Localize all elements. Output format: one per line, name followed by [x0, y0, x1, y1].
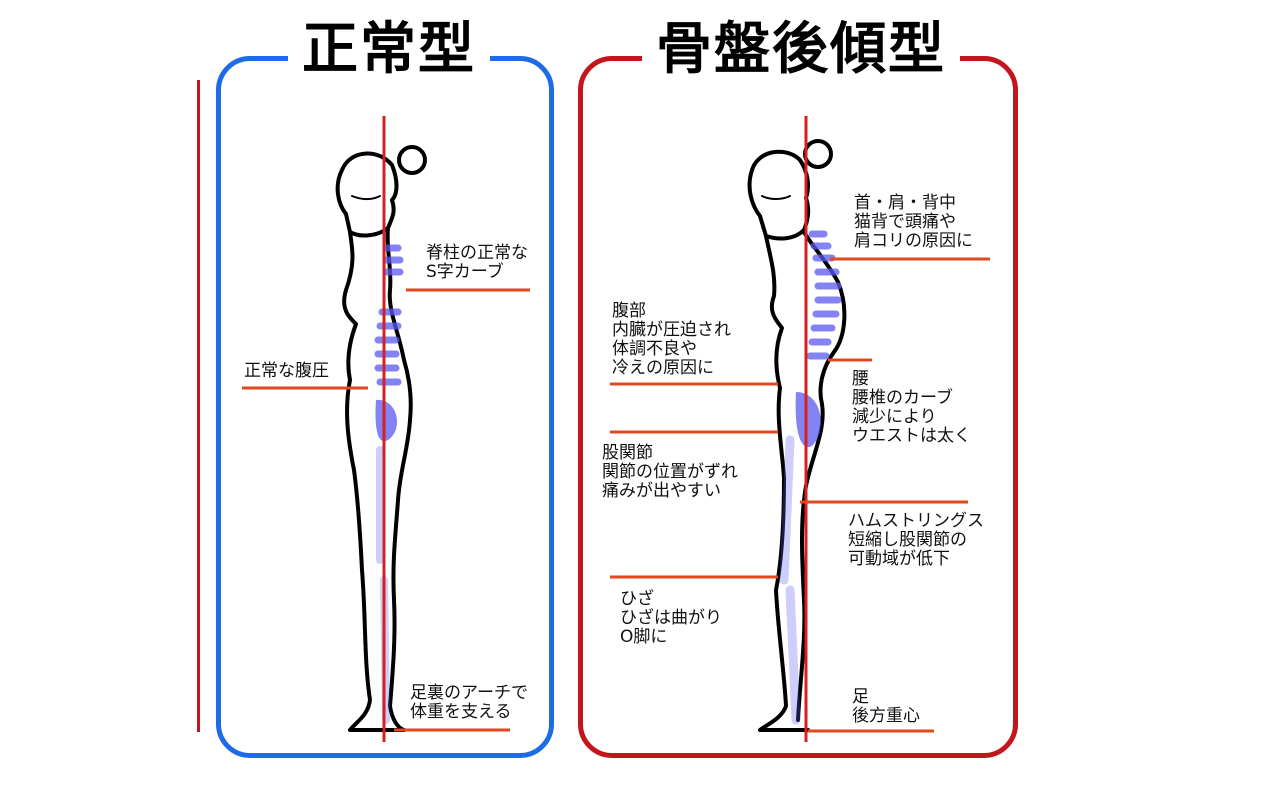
annotation-posterior-waist: 腰 腰椎のカーブ 減少により ウエストは太く [852, 369, 971, 446]
normal-body-figure [335, 145, 427, 732]
posterior-tilt-title: 骨盤後傾型 [642, 14, 960, 86]
posterior-leader-lines [610, 257, 990, 733]
annotation-posterior-hip: 股関節 関節の位置がずれ 痛みが出やすい [602, 443, 738, 501]
normal-spine [374, 244, 404, 724]
left-edge-line [197, 80, 200, 732]
posterior-spine [779, 230, 842, 725]
posterior-body-figure [747, 139, 847, 732]
annotation-posterior-neck: 首・肩・背中 猫背で頭痛や 肩コリの原因に [854, 193, 973, 251]
annotation-normal-spine: 脊柱の正常な S字カーブ [426, 243, 528, 282]
annotation-posterior-hamstring: ハムストリングス 短縮し股関節の 可動域が低下 [848, 511, 984, 569]
annotation-posterior-foot: 足 後方重心 [852, 687, 920, 726]
normal-type-title: 正常型 [288, 14, 490, 86]
annotation-normal-foot: 足裏のアーチで 体重を支える [410, 683, 528, 722]
annotation-posterior-knee: ひざ ひざは曲がり O脚に [620, 589, 722, 647]
annotation-normal-abdomen: 正常な腹圧 [244, 361, 329, 381]
annotation-posterior-abdomen: 腹部 内臓が圧迫され 体調不良や 冷えの原因に [612, 301, 731, 378]
normal-leader-lines [242, 288, 530, 732]
